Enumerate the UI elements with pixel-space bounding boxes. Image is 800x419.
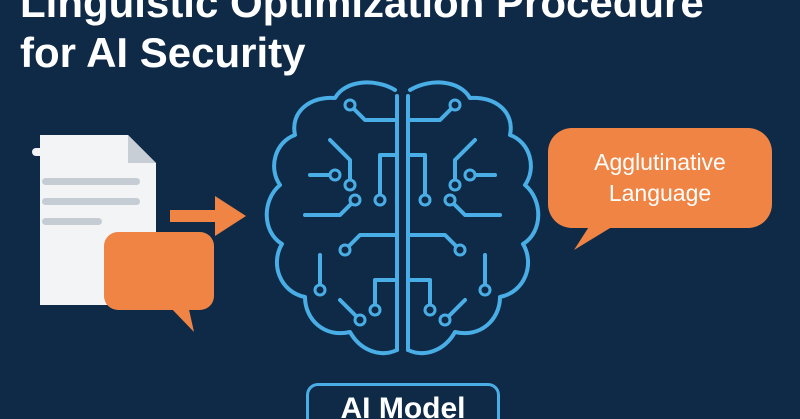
arrow-right-icon — [170, 196, 246, 236]
circuit-brain-icon — [264, 80, 541, 356]
speech-bubble-line-2: Language — [608, 180, 712, 206]
speech-bubble — [548, 128, 772, 250]
speech-bubble-line-1: Agglutinative — [594, 148, 726, 175]
circuit-nodes — [313, 98, 492, 327]
title-line-2: for AI Security — [20, 29, 306, 76]
ai-model-label: AI Model — [306, 383, 500, 419]
speech-bubble-text: Agglutinative Language — [548, 128, 772, 228]
chat-bubble-icon — [104, 232, 214, 332]
title-line-1: Linguistic Optimization Procedure — [20, 0, 704, 26]
